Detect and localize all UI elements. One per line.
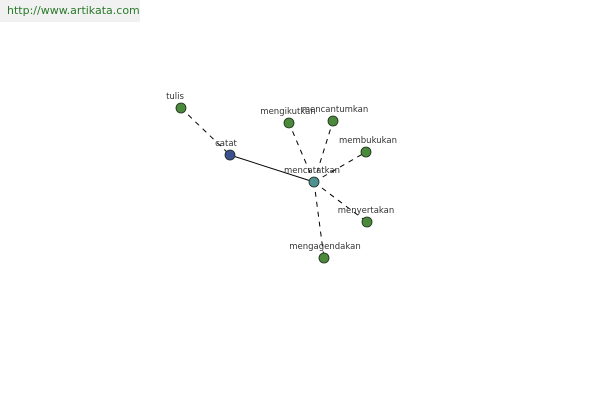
- edge-mencatatkan-mengikutkan: [288, 122, 315, 183]
- node-membukukan[interactable]: [360, 146, 372, 158]
- edges-layer: [180, 107, 368, 259]
- edge-mencatatkan-mengagendakan: [313, 181, 325, 259]
- edge-catat-mencatatkan: [229, 154, 315, 183]
- node-menyertakan[interactable]: [361, 216, 373, 228]
- node-mengagendakan[interactable]: [318, 252, 330, 264]
- source-url-text[interactable]: http://www.artikata.com: [7, 4, 140, 17]
- node-mencantumkan[interactable]: [327, 115, 339, 127]
- edge-mencatatkan-membukukan: [313, 151, 367, 183]
- node-mengikutkan[interactable]: [283, 117, 295, 129]
- node-label-mengikutkan[interactable]: mengikutkan: [260, 107, 315, 117]
- node-tulis[interactable]: [175, 102, 187, 114]
- node-mencatatkan[interactable]: [308, 176, 320, 188]
- labels-layer: tulis catat mencatatkan mengikutkanmencantu…: [166, 92, 397, 252]
- node-label-catat[interactable]: catat: [215, 139, 237, 149]
- node-label-membukukan[interactable]: membukukan: [339, 136, 397, 146]
- node-label-mengagendakan[interactable]: mengagendakan: [289, 242, 361, 252]
- node-label-mencantumkan[interactable]: mencantumkan: [302, 105, 369, 115]
- edge-tulis-catat: [180, 107, 231, 156]
- edge-mencatatkan-menyertakan: [313, 181, 368, 223]
- node-label-tulis[interactable]: tulis: [166, 92, 184, 102]
- node-catat[interactable]: [224, 149, 236, 161]
- edge-mencatatkan-mencantumkan: [313, 120, 334, 183]
- nodes-layer: [175, 102, 373, 264]
- source-url-banner[interactable]: http://www.artikata.com: [0, 0, 140, 22]
- node-label-mencatatkan[interactable]: mencatatkan: [284, 166, 340, 176]
- node-label-menyertakan[interactable]: menyertakan: [338, 206, 395, 216]
